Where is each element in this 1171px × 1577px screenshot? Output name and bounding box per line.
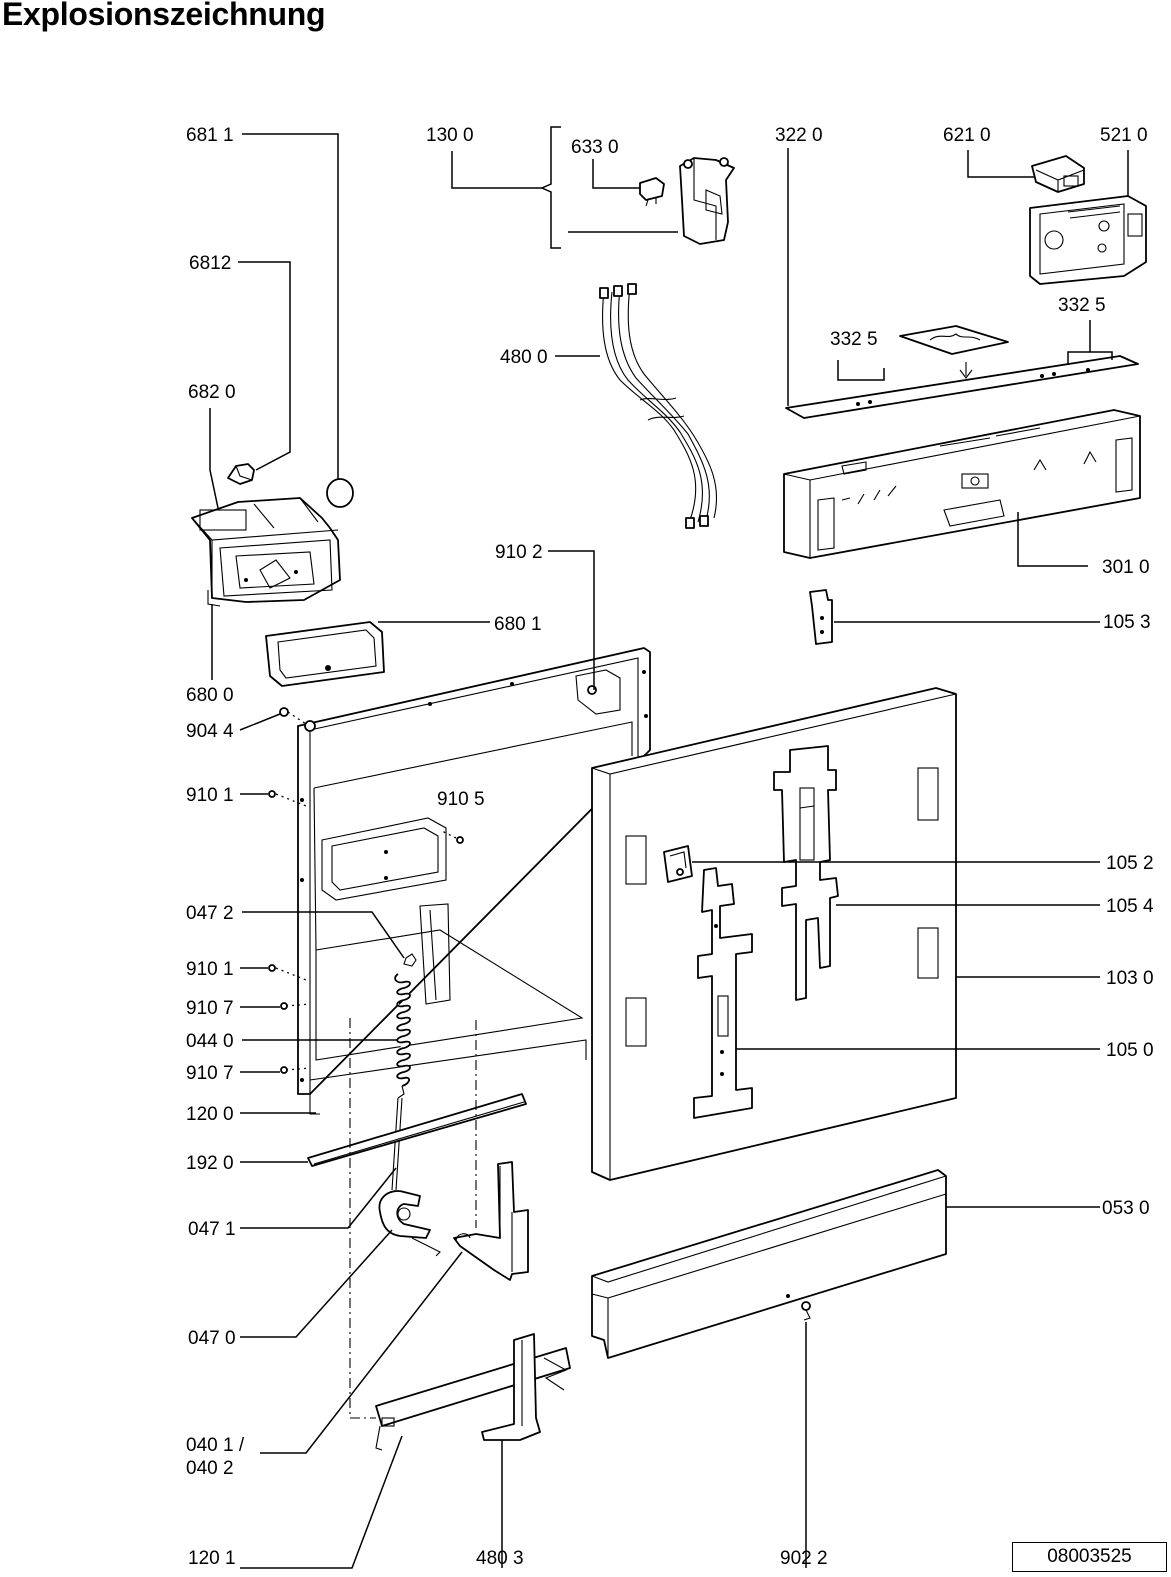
callout-902-2: 902 2 (780, 1548, 828, 1569)
callout-047-0: 047 0 (188, 1328, 236, 1349)
callout-053-0: 053 0 (1102, 1198, 1150, 1219)
callout-480-3: 480 3 (476, 1548, 524, 1569)
part-105-4-rail (773, 745, 839, 1001)
callout-680-0: 680 0 (186, 685, 234, 706)
callout-480-0: 480 0 (500, 347, 548, 368)
part-682-0-clip (227, 463, 255, 485)
part-192-0-rail-strip (307, 1093, 527, 1167)
part-120-1-lower-trim (375, 1347, 571, 1451)
callout-904-4: 904 4 (186, 721, 234, 742)
callout-910-5: 910 5 (437, 789, 485, 810)
callout-6812: 6812 (189, 253, 231, 274)
part-322-0-panel-strip (785, 355, 1139, 419)
callout-680-1: 680 1 (494, 614, 542, 635)
callout-040-1: 040 1 / (186, 1435, 245, 1456)
callout-910-7-top: 910 7 (186, 998, 234, 1019)
part-047-0-cable-pulley (378, 1097, 441, 1257)
callout-682-0: 682 0 (188, 382, 236, 403)
page-title: Explosionszeichnung (2, 0, 326, 32)
callout-105-4: 105 4 (1106, 896, 1154, 917)
part-621-0-connector (1031, 155, 1085, 193)
part-633-0-micro-switch (639, 177, 665, 207)
callout-332-5-right: 332 5 (1058, 295, 1106, 316)
document-number: 08003525 (1012, 1542, 1167, 1572)
part-480-0-wiring-harness (599, 283, 718, 529)
part-681-1-button (326, 478, 354, 508)
callout-120-0: 120 0 (186, 1104, 234, 1125)
callout-120-1: 120 1 (188, 1548, 236, 1569)
callout-105-2: 105 2 (1106, 853, 1154, 874)
part-680-1-gasket (265, 621, 385, 687)
callout-301-0: 301 0 (1102, 557, 1150, 578)
callout-105-0: 105 0 (1106, 1040, 1154, 1061)
callout-910-1-mid: 910 1 (186, 959, 234, 980)
part-120-0-inner-door (297, 647, 651, 1115)
callout-103-0: 103 0 (1106, 968, 1154, 989)
part-332-5-label (899, 325, 1009, 379)
callout-105-3: 105 3 (1103, 612, 1151, 633)
callout-910-2: 910 2 (495, 542, 543, 563)
part-044-0-spring (394, 953, 417, 1099)
callout-047-1: 047 1 (188, 1219, 236, 1240)
callout-322-0: 322 0 (775, 125, 823, 146)
part-130-0-switch-bracket (679, 157, 735, 245)
callout-047-2: 047 2 (186, 903, 234, 924)
assembly-lines (275, 711, 477, 1419)
part-301-0-panel-housing (783, 409, 1141, 559)
leader-lines (209, 126, 1129, 1569)
part-902-2-screw (801, 1301, 811, 1321)
callout-681-1: 681 1 (186, 125, 234, 146)
callout-130-0: 130 0 (426, 125, 474, 146)
part-040-1-hinge (453, 1161, 529, 1281)
part-053-0-kick-plate (591, 1169, 947, 1359)
callout-910-1-top: 910 1 (186, 785, 234, 806)
part-521-0-control-board (1029, 195, 1147, 285)
callout-633-0: 633 0 (571, 137, 619, 158)
callout-521-0: 521 0 (1100, 125, 1148, 146)
part-105-3-bracket (809, 589, 833, 645)
callout-910-7-bottom: 910 7 (186, 1063, 234, 1084)
part-105-0-rail (693, 867, 753, 1119)
part-105-2-clip (663, 845, 693, 883)
part-103-0-outer-door (591, 687, 957, 1181)
part-680-0-dispenser (191, 497, 341, 607)
callout-192-0: 192 0 (186, 1153, 234, 1174)
callout-labels: 681 1 130 0 633 0 322 0 621 0 521 0 6812… (186, 125, 1154, 1569)
part-480-3-foot-bracket (481, 1333, 541, 1441)
callout-332-5-left: 332 5 (830, 329, 878, 350)
callout-044-0: 044 0 (186, 1031, 234, 1052)
callout-621-0: 621 0 (943, 125, 991, 146)
callout-040-2: 040 2 (186, 1458, 234, 1479)
